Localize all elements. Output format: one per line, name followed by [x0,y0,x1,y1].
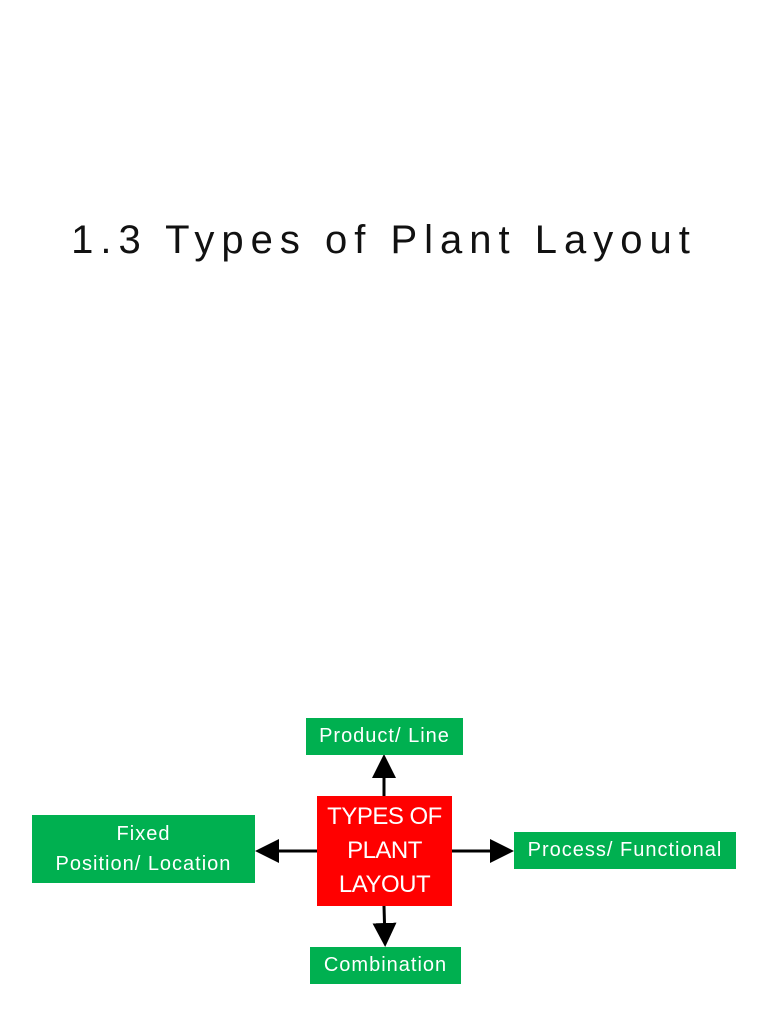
node-process-functional-label: Process/ Functional [527,839,723,861]
node-product-line: Product/ Line [306,718,463,755]
node-combination-label: Combination [323,954,448,976]
center-node-line-3: LAYOUT [338,871,431,898]
node-fixed-line-1: Fixed [116,823,171,845]
slide-title: 1.3 Types of Plant Layout [71,218,697,262]
center-node-types-of-plant-layout: TYPES OF PLANT LAYOUT [317,796,452,906]
node-process-functional: Process/ Functional [514,832,736,869]
center-node-line-1: TYPES OF [327,803,442,830]
center-node-line-2: PLANT [347,837,422,864]
arrow-to-combination [372,905,397,947]
node-fixed-line-2: Position/ Location [55,853,232,875]
node-fixed-position-location: Fixed Position/ Location [32,815,255,883]
node-product-line-label: Product/ Line [319,725,450,747]
node-combination: Combination [310,947,461,984]
